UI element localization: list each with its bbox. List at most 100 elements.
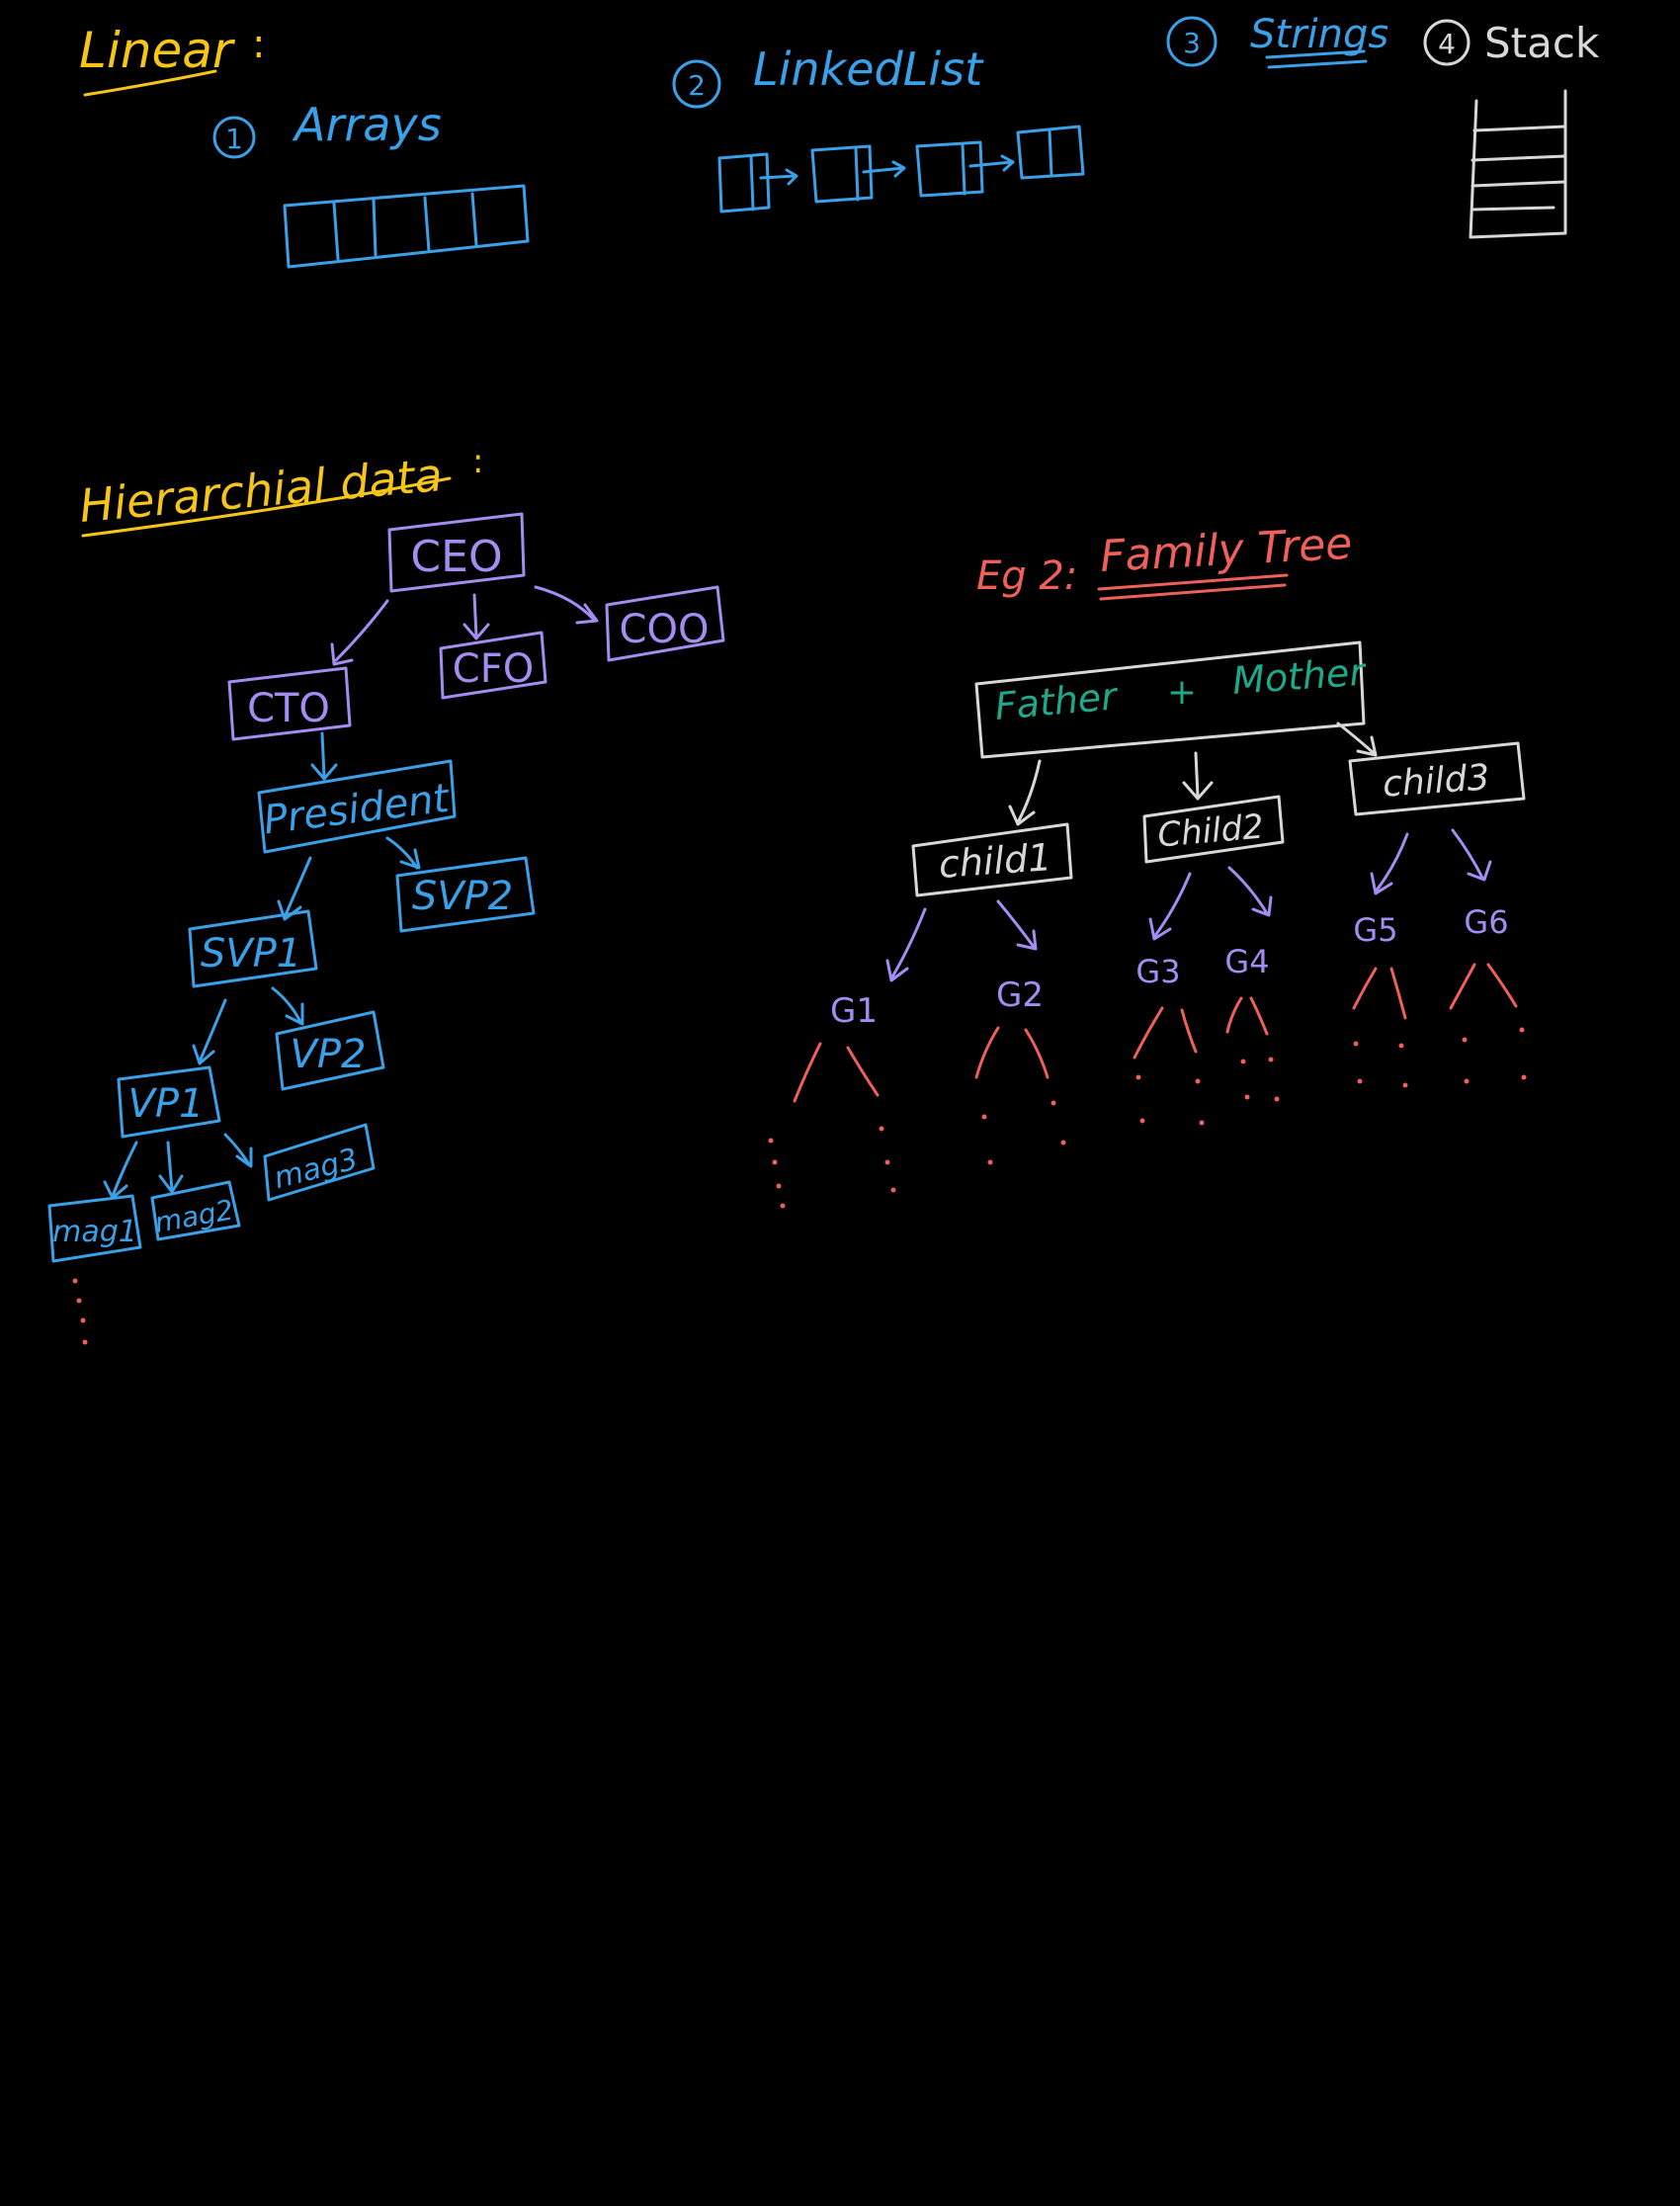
org-node-cto: CTO <box>227 666 352 741</box>
mag1-label: mag1 <box>52 1215 137 1249</box>
mag1-box <box>47 1194 142 1263</box>
family-tree-section: Eg 2: Family Tree Father + Mother child1… <box>768 519 1527 1209</box>
child3-box <box>1348 741 1526 816</box>
hierarchical-section: Hierarchial data : CEO CTO CFO COO <box>47 442 725 1345</box>
hierarchical-colon: : <box>472 442 483 481</box>
linear-heading: Linear <box>79 22 236 79</box>
stack-label: Stack <box>1484 19 1600 67</box>
org-node-svp2: SVP2 <box>395 856 536 933</box>
vp1-to-mag2-arrow <box>158 1141 184 1194</box>
grandchild-g4: G4 <box>1224 943 1269 980</box>
grandchild-g1: G1 <box>830 991 878 1031</box>
family-tree-title-underline <box>1097 573 1289 601</box>
parents-to-child3-arrow <box>1336 721 1378 757</box>
strings-label: Strings <box>1250 12 1388 57</box>
grandchild-g5: G5 <box>1353 911 1397 949</box>
descendant-continuation-dots <box>768 1027 1527 1209</box>
org-chart: CEO CTO CFO COO Pre <box>47 512 725 1345</box>
cfo-label: CFO <box>453 646 534 692</box>
vp2-box <box>275 1010 385 1091</box>
child1-label: child1 <box>938 835 1053 887</box>
vp2-label: VP2 <box>291 1032 367 1077</box>
linked-list-arrow-1 <box>759 168 798 186</box>
child3-label: child3 <box>1382 757 1491 805</box>
org-node-mag2: mag2 <box>150 1180 241 1241</box>
stack-diagram <box>1469 89 1567 239</box>
strings-number-circle <box>1166 16 1218 67</box>
linked-list-item: 2 LinkedList <box>672 42 1085 213</box>
child2-label: Child2 <box>1156 806 1265 855</box>
stack-number-circle <box>1423 19 1470 66</box>
family-node-child3: child3 <box>1348 741 1526 816</box>
org-node-vp2: VP2 <box>275 1010 385 1091</box>
linear-colon: : <box>252 22 265 67</box>
linked-list-diagram <box>717 125 1085 213</box>
org-node-coo: COO <box>605 585 725 662</box>
svp2-label: SVP2 <box>412 874 513 919</box>
child1-box <box>911 822 1073 897</box>
cto-to-president-arrow <box>310 731 338 781</box>
president-to-svp1-arrow <box>277 856 312 921</box>
vp1-to-mag3-arrow <box>223 1133 253 1168</box>
svp1-to-vp2-arrow <box>271 986 304 1026</box>
child1-to-g1-arrow <box>885 907 927 982</box>
vp1-box <box>117 1065 221 1139</box>
strings-item: 3 Strings <box>1166 12 1388 69</box>
svp1-label: SVP1 <box>201 931 301 976</box>
grandchild-g3: G3 <box>1135 953 1180 990</box>
ceo-label: CEO <box>410 532 502 582</box>
mag2-box <box>150 1180 241 1241</box>
parents-to-child2-arrow <box>1182 751 1214 801</box>
stack-layers <box>1470 125 1567 212</box>
mother-label: Mother <box>1231 650 1369 703</box>
mag3-box <box>263 1123 376 1202</box>
array-outline <box>283 184 530 269</box>
parents-to-child1-arrow <box>1008 759 1042 826</box>
strings-number: 3 <box>1183 27 1201 59</box>
ceo-to-cfo-arrow <box>462 593 490 640</box>
president-box <box>257 759 457 854</box>
svp1-box <box>188 909 318 988</box>
linked-list-arrow-3 <box>968 154 1015 172</box>
g3-label: G3 <box>1135 953 1180 990</box>
org-node-mag3: mag3 <box>263 1123 376 1202</box>
stack-item: 4 Stack <box>1423 19 1600 239</box>
family-tree-title: Family Tree <box>1099 519 1354 582</box>
g4-label: G4 <box>1224 943 1269 980</box>
arrays-item: 1 Arrays <box>212 98 530 269</box>
child3-to-g6-arrow <box>1451 828 1492 882</box>
stack-container <box>1469 89 1567 239</box>
org-continuation-dots <box>72 1278 88 1345</box>
org-node-ceo: CEO <box>387 512 526 593</box>
child3-to-g5-arrow <box>1370 832 1409 895</box>
child2-box <box>1142 795 1285 864</box>
child2-to-g4-arrow <box>1227 866 1273 917</box>
linked-list-node-2 <box>810 144 874 204</box>
ceo-to-coo-arrow <box>534 585 599 625</box>
cfo-box <box>439 631 547 700</box>
arrays-number: 1 <box>225 123 243 155</box>
stack-number: 4 <box>1438 28 1456 60</box>
array-cell-dividers <box>332 192 478 261</box>
linear-section: Linear : 1 Arrays 2 LinkedList <box>79 12 1600 269</box>
org-node-svp1: SVP1 <box>188 909 318 988</box>
grandchild-g2: G2 <box>996 976 1044 1015</box>
child2-to-g3-arrow <box>1148 872 1192 941</box>
ceo-box <box>387 512 526 593</box>
arrays-label: Arrays <box>292 98 442 151</box>
linear-underline <box>83 69 217 97</box>
vp1-to-mag1-arrow <box>103 1141 138 1200</box>
linked-list-label: LinkedList <box>753 42 984 96</box>
linked-list-node-3 <box>915 140 984 198</box>
example-label: Eg 2: <box>976 553 1077 599</box>
linked-list-arrow-2 <box>862 160 906 178</box>
child1-to-g2-arrow <box>996 899 1038 951</box>
coo-label: COO <box>620 607 710 652</box>
g2-label: G2 <box>996 976 1044 1015</box>
family-node-child2: Child2 <box>1142 795 1285 864</box>
g6-label: G6 <box>1464 903 1508 941</box>
linked-list-number: 2 <box>688 69 706 102</box>
arrays-number-circle <box>212 116 256 159</box>
vp1-label: VP1 <box>128 1081 205 1127</box>
